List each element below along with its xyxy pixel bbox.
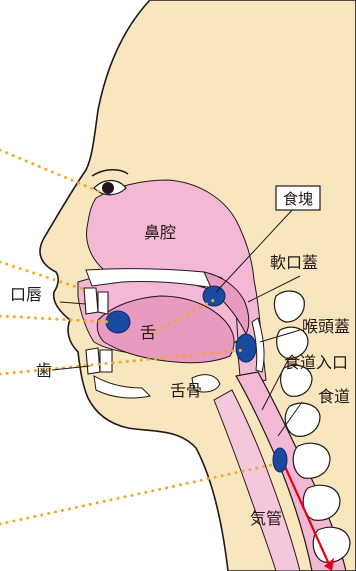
label-trachea: 気管 [250, 509, 282, 528]
label-epiglottis: 喉頭蓋 [302, 317, 350, 336]
label-soft-palate: 軟口蓋 [270, 253, 318, 272]
label-esophagus-entrance: 食道入口 [284, 353, 348, 372]
bolus-oral [106, 311, 130, 333]
label-esophagus: 食道 [318, 387, 350, 406]
label-hyoid: 舌骨 [170, 381, 202, 400]
label-lips: 口唇 [10, 285, 42, 304]
bolus-pharynx-mid [236, 334, 256, 362]
label-nasal-cavity: 鼻腔 [144, 223, 176, 242]
label-teeth: 歯 [36, 361, 52, 380]
label-tongue: 舌 [140, 323, 156, 342]
label-bolus: 食塊 [283, 190, 313, 208]
bolus-esophagus [273, 448, 287, 472]
